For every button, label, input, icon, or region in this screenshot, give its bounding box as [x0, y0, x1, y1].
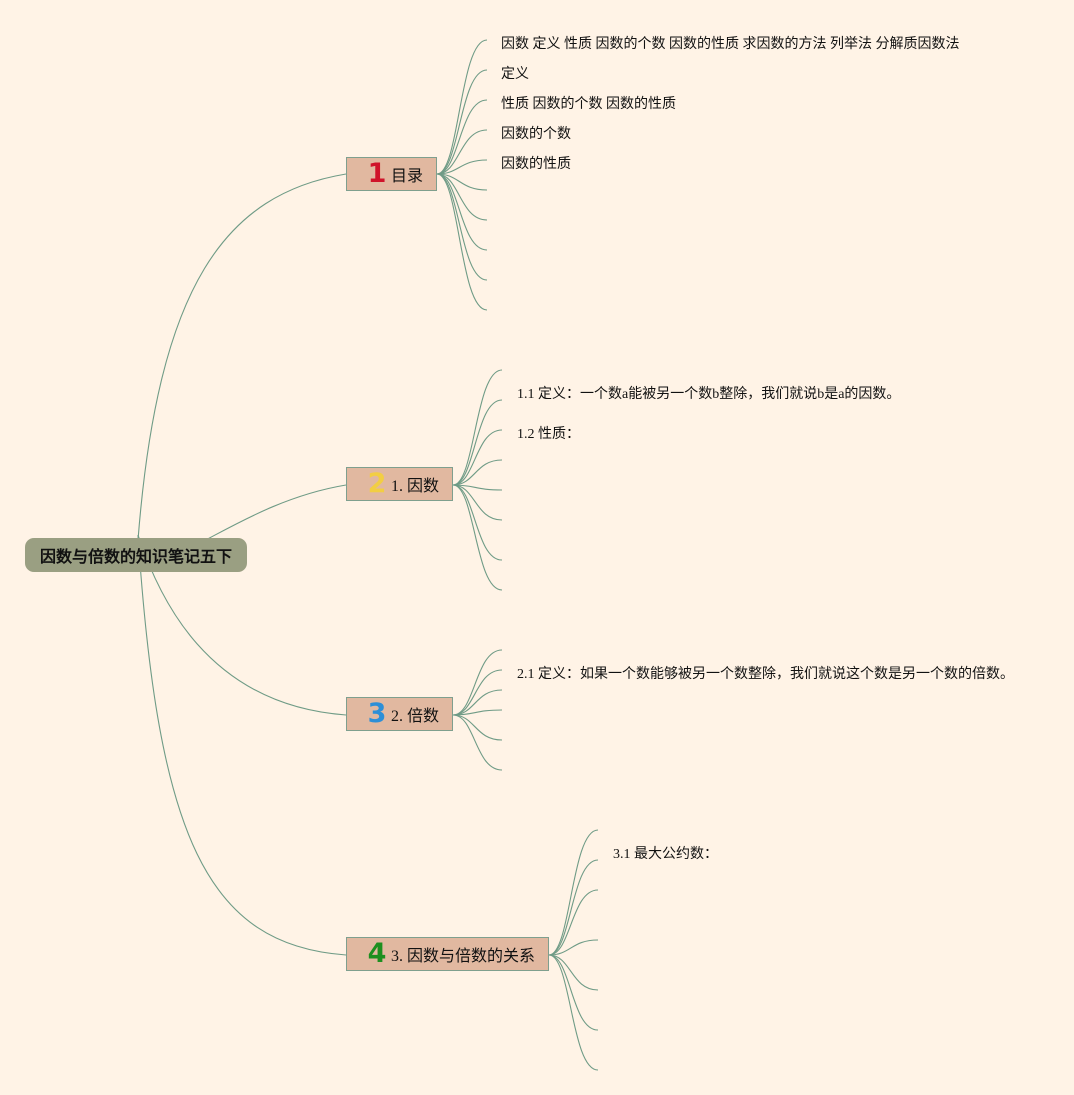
leaf-connector [548, 939, 599, 956]
leaf-topic[interactable]: 定义 [501, 67, 529, 82]
leaf-connector [452, 369, 503, 486]
leaf-topic[interactable]: 3.1 最大公约数： [613, 847, 718, 862]
number-3-icon: 3 [367, 697, 387, 729]
leaf-connector [436, 173, 488, 311]
branch-factors[interactable]: 2 1. 因数 [346, 467, 453, 501]
branch-relationship[interactable]: 4 3. 因数与倍数的关系 [346, 937, 549, 971]
leaf-connector [452, 714, 503, 741]
number-1-icon: 1 [367, 157, 387, 189]
leaf-connector [452, 484, 503, 591]
leaf-connector [548, 829, 599, 956]
leaf-connector [452, 459, 503, 486]
branch-label: 3. 因数与倍数的关系 [391, 948, 536, 965]
leaf-connector [452, 484, 503, 521]
root-label: 因数与倍数的知识笔记五下 [39, 547, 232, 566]
leaf-connector [452, 714, 503, 771]
leaf-connector [436, 159, 488, 175]
leaf-topic[interactable]: 性质 因数的个数 因数的性质 [501, 97, 676, 112]
branch-label: 目录 [391, 168, 424, 185]
leaf-topic[interactable]: 因数的性质 [501, 157, 571, 172]
leaf-connector [436, 173, 488, 251]
leaf-connector [548, 954, 599, 1031]
leaf-topic[interactable]: 因数的个数 [501, 127, 571, 142]
root-connector [137, 534, 347, 956]
leaf-topic[interactable]: 1.1 定义：一个数a能被另一个数b整除，我们就说b是a的因数。 [517, 387, 901, 402]
leaf-connector [436, 173, 488, 191]
number-4-icon: 4 [367, 937, 387, 969]
leaf-topic[interactable]: 2.1 定义：如果一个数能够被另一个数整除，我们就说这个数是另一个数的倍数。 [517, 667, 1014, 682]
branch-label: 2. 倍数 [391, 708, 440, 725]
root-connector [137, 173, 347, 541]
leaf-connector [452, 709, 503, 716]
branch-label: 1. 因数 [391, 478, 440, 495]
leaf-connector [548, 859, 599, 956]
number-2-icon: 2 [367, 467, 387, 499]
leaf-connector [436, 129, 488, 175]
leaf-topic[interactable]: 因数 定义 性质 因数的个数 因数的性质 求因数的方法 列举法 分解质因数法 [501, 37, 960, 52]
leaf-connector [452, 649, 503, 716]
leaf-connector [452, 484, 503, 561]
leaf-topic[interactable]: 1.2 性质： [517, 427, 580, 442]
leaf-connector [548, 889, 599, 956]
leaf-connector [548, 954, 599, 991]
branch-multiples[interactable]: 3 2. 倍数 [346, 697, 453, 731]
leaf-connector [548, 954, 599, 1071]
leaf-connector [436, 39, 488, 175]
leaf-connector [452, 429, 503, 486]
leaf-connector [452, 689, 503, 716]
leaf-connector [452, 399, 503, 486]
leaf-connector [436, 173, 488, 221]
leaf-connector [436, 69, 488, 175]
root-node[interactable]: 因数与倍数的知识笔记五下 [25, 538, 247, 572]
leaf-connector [436, 99, 488, 175]
branch-contents[interactable]: 1 目录 [346, 157, 437, 191]
